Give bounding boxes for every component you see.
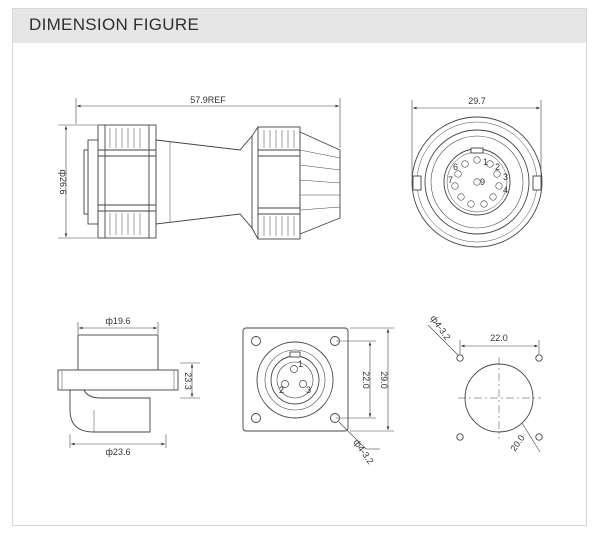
socket-top-diameter-label: ф19.6 (106, 316, 131, 326)
flange-hole-label: ф4-3.2 (351, 437, 375, 466)
socket-rear-body (69, 389, 151, 433)
panel-cutout-dimensions (427, 324, 541, 453)
panel-cutout-view (456, 354, 543, 441)
socket-contact-array (281, 365, 307, 388)
plug-rear-nut (257, 126, 301, 240)
flange-outer-label: 29.0 (379, 371, 389, 389)
svg-text:1: 1 (483, 157, 488, 167)
plug-diameter-label: ф26.6 (58, 170, 68, 195)
plug-side-view (83, 124, 341, 240)
panel-hole-spacing-label: 22.0 (490, 333, 508, 343)
flange-inner-label: 22.0 (361, 371, 371, 389)
plug-diameter-dimension (58, 124, 97, 239)
header-bar: DIMENSION FIGURE (13, 9, 586, 43)
socket-height-label: 23.3 (183, 372, 193, 390)
page-title: DIMENSION FIGURE (29, 15, 200, 34)
svg-text:6: 6 (453, 162, 458, 172)
plug-pin-array (451, 156, 503, 208)
plug-coupling-nut (97, 124, 157, 239)
svg-text:7: 7 (448, 175, 453, 185)
plug-length-dimension (75, 98, 341, 148)
svg-text:9: 9 (480, 177, 485, 187)
plug-face-dimension (411, 100, 542, 176)
plug-strain-relief (299, 131, 341, 235)
plug-length-label: 57.9REF (190, 95, 226, 105)
svg-text:1: 1 (298, 359, 303, 369)
plug-pin-numbers: 1 2 3 4 9 7 6 (448, 157, 508, 195)
socket-dimensions (69, 322, 200, 448)
socket-contact-numbers: 1 2 3 (279, 359, 311, 395)
socket-front-view (242, 327, 349, 432)
socket-side-view (57, 334, 179, 433)
svg-text:2: 2 (495, 162, 500, 172)
svg-text:3: 3 (503, 172, 508, 182)
svg-text:3: 3 (306, 385, 311, 395)
svg-text:2: 2 (279, 385, 284, 395)
plug-face-width-label: 29.7 (468, 96, 486, 106)
flange-dimensions (336, 327, 394, 450)
dimension-figure-panel: DIMENSION FIGURE (12, 8, 587, 526)
panel-cutout-diameter-label: 20.0 (508, 433, 526, 453)
socket-bottom-diameter-label: ф23.6 (106, 447, 131, 457)
svg-text:4: 4 (503, 185, 508, 195)
